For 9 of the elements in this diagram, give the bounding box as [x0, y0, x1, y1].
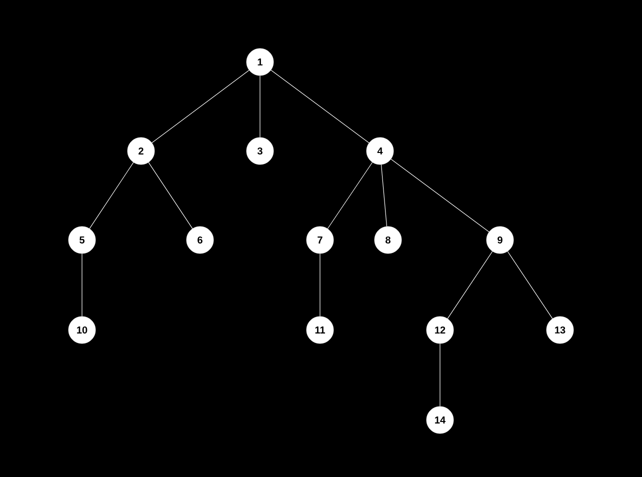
- tree-edge: [327, 162, 373, 229]
- tree-edge: [152, 70, 250, 144]
- tree-edge: [507, 251, 553, 319]
- tree-edge: [447, 251, 493, 319]
- tree-edge: [148, 162, 193, 229]
- tree-edge: [390, 158, 490, 232]
- tree-edge: [89, 162, 134, 229]
- tree-edge: [270, 70, 370, 144]
- tree-edge: [380, 164, 388, 227]
